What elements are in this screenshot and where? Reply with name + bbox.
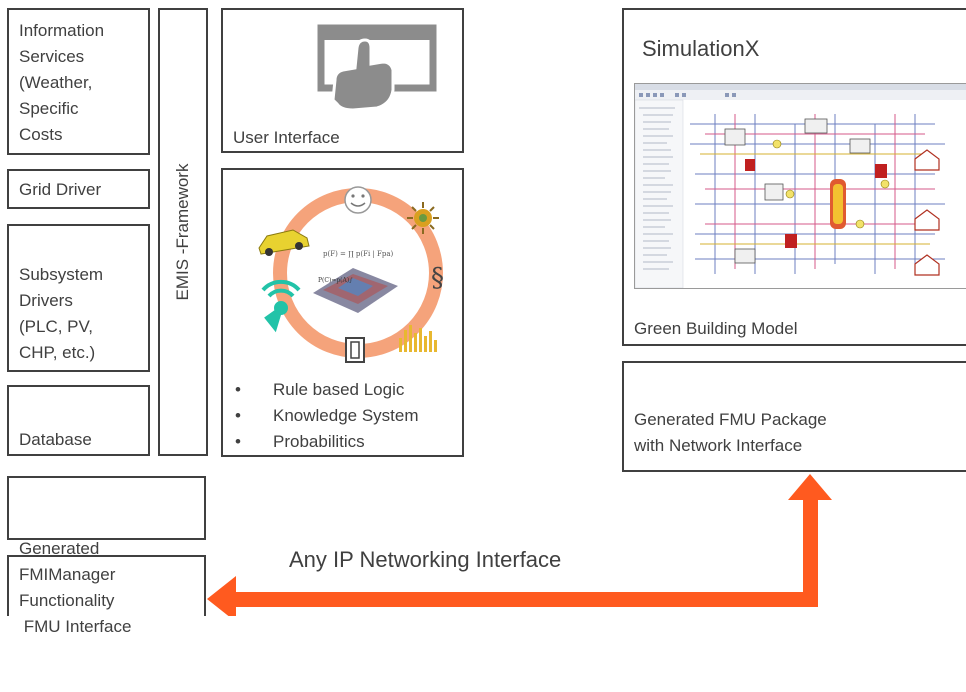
svg-text:p(F) = ∏ p(Fi | Fpa): p(F) = ∏ p(Fi | Fpa) — [323, 250, 394, 258]
subsystem-drivers-text: Subsystem Drivers (PLC, PV, CHP, etc.) — [19, 262, 103, 366]
svg-text:P(C)=p(A)∫: P(C)=p(A)∫ — [318, 277, 352, 284]
car-icon — [258, 229, 310, 256]
bullet-rule-based-logic: • Rule based Logic — [231, 377, 419, 403]
bullet-knowledge-system: • Knowledge System — [231, 403, 419, 429]
simulation-model-screenshot — [634, 83, 966, 289]
fmupkg-line-1: Generated FMU Package — [634, 410, 827, 429]
user-interface-label: User Interface — [233, 128, 340, 147]
network-arrow — [207, 474, 832, 616]
subsystem-drivers-box: Subsystem Drivers (PLC, PV, CHP, etc.) — [7, 224, 150, 372]
bullet-text: Knowledge System — [273, 406, 419, 425]
paragraph-icon: § — [431, 263, 444, 293]
simulationx-title: SimulationX — [642, 36, 760, 61]
genfmu-line-2: FMU Interface — [19, 617, 132, 636]
logic-box: p(F) = ∏ p(Fi | Fpa) P(C)=p(A)∫ § — [221, 168, 464, 457]
fmimanager-box: FMIManager Functionality — [7, 555, 206, 616]
fmimanager-text: FMIManager Functionality — [19, 562, 115, 614]
grid-driver-label: Grid Driver — [19, 180, 102, 199]
fmimgr-line-1: FMIManager — [19, 565, 116, 584]
bar-chart-icon — [399, 325, 437, 352]
bullet-text: Rule based Logic — [273, 380, 405, 399]
simulationx-box: SimulationX — [622, 8, 966, 346]
bullet-probabilitics: • Probabilitics — [231, 429, 419, 455]
bullet-marker: • — [235, 380, 241, 399]
subsys-line-2: Drivers — [19, 291, 73, 310]
wifi-icon — [261, 279, 301, 333]
information-services-text: Information Services (Weather, Specific … — [19, 18, 104, 148]
fmimgr-line-2: Functionality — [19, 591, 115, 610]
battery-icon — [345, 337, 365, 363]
info-line-3: (Weather, — [19, 73, 93, 92]
subsys-line-1: Subsystem — [19, 265, 104, 284]
database-box: Database — [7, 385, 150, 456]
emis-framework-box: EMIS -Framework — [158, 8, 208, 456]
network-interface-label: Any IP Networking Interface — [289, 547, 562, 572]
user-interface-box: User Interface — [221, 8, 464, 153]
bullet-marker: • — [235, 432, 241, 451]
info-line-2: Services — [19, 47, 85, 66]
touch-screen-icon — [317, 24, 437, 112]
info-line-4: Specific — [19, 99, 79, 118]
3d-surface-plot-icon: p(F) = ∏ p(Fi | Fpa) P(C)=p(A)∫ — [313, 250, 398, 313]
database-label: Database — [19, 430, 92, 449]
information-services-box: Information Services (Weather, Specific … — [7, 8, 150, 155]
genfmu-line-1: Generated — [19, 539, 100, 558]
generated-fmu-package-text: Generated FMU Package with Network Inter… — [634, 407, 827, 459]
info-line-1: Information — [19, 21, 105, 40]
logic-bullets: • Rule based Logic • Knowledge System • Pro… — [231, 377, 419, 455]
grid-driver-box: Grid Driver — [7, 169, 150, 209]
green-building-model-label: Green Building Model — [634, 319, 798, 338]
smiley-icon — [344, 186, 372, 214]
fmupkg-line-2: with Network Interface — [634, 436, 803, 455]
bullet-marker: • — [235, 406, 241, 425]
subsys-line-4: CHP, etc.) — [19, 343, 96, 362]
logic-illustration: p(F) = ∏ p(Fi | Fpa) P(C)=p(A)∫ § — [258, 186, 444, 363]
generated-fmu-package-box: Generated FMU Package with Network Inter… — [622, 361, 966, 472]
subsys-line-3: (PLC, PV, — [19, 317, 94, 336]
bullet-text: Probabilitics — [273, 432, 365, 451]
sun-icon — [407, 202, 439, 234]
info-line-5: Costs — [19, 125, 63, 144]
